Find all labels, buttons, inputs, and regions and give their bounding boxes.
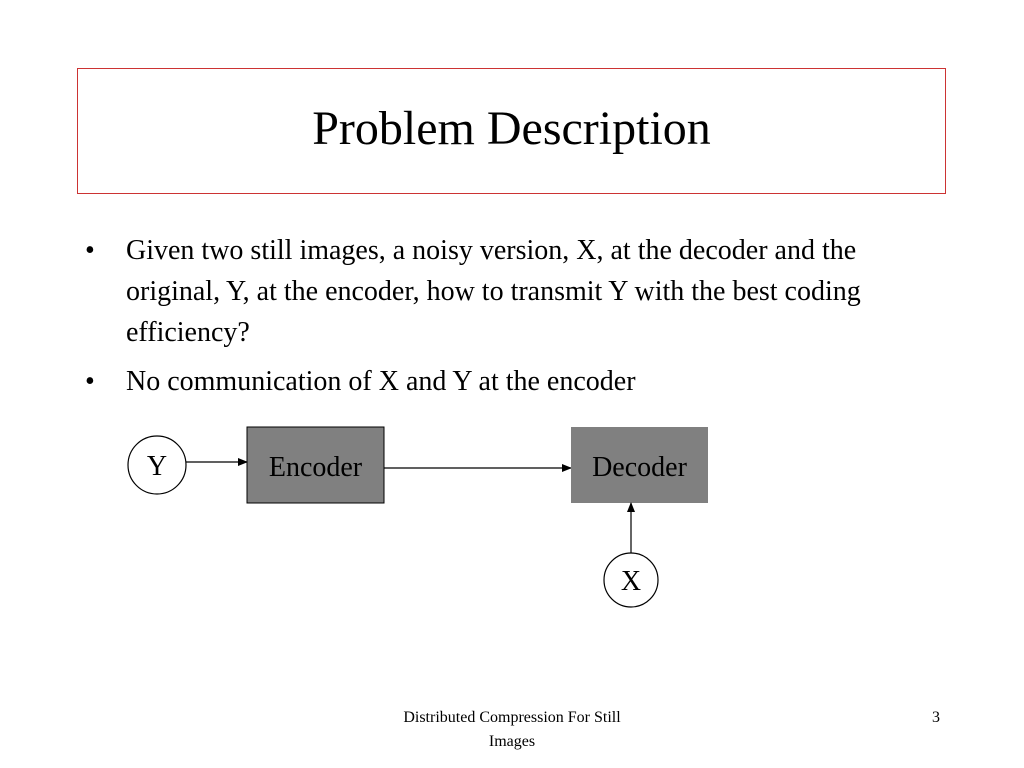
footer-title-line2: Images — [488, 733, 536, 750]
bullet-item: • Given two still images, a noisy versio… — [85, 230, 945, 353]
side-info-x-label: X — [621, 566, 641, 597]
bullet-icon: • — [85, 235, 95, 266]
footer-title-line1: Distributed Compression For Still — [403, 709, 621, 726]
encoder-label: Encoder — [269, 452, 363, 483]
source-y-label: Y — [147, 451, 167, 482]
decoder-block — [571, 427, 708, 503]
bullet-list: • Given two still images, a noisy versio… — [85, 230, 945, 410]
side-info-x-node — [603, 552, 659, 608]
title-box: Problem Description — [77, 68, 946, 194]
bullet-item: • No communication of X and Y at the enc… — [85, 361, 945, 402]
bullet-text: No communication of X and Y at the encod… — [126, 366, 636, 397]
encoder-block — [246, 426, 385, 504]
bullet-icon: • — [85, 366, 95, 397]
bullet-text: Given two still images, a noisy version,… — [126, 235, 861, 348]
decoder-label: Decoder — [592, 452, 688, 483]
footer-title: Distributed Compression For Still Images — [362, 706, 662, 754]
page-number: 3 — [932, 709, 940, 726]
source-y-node — [127, 435, 187, 495]
slide-title: Problem Description — [312, 102, 711, 155]
